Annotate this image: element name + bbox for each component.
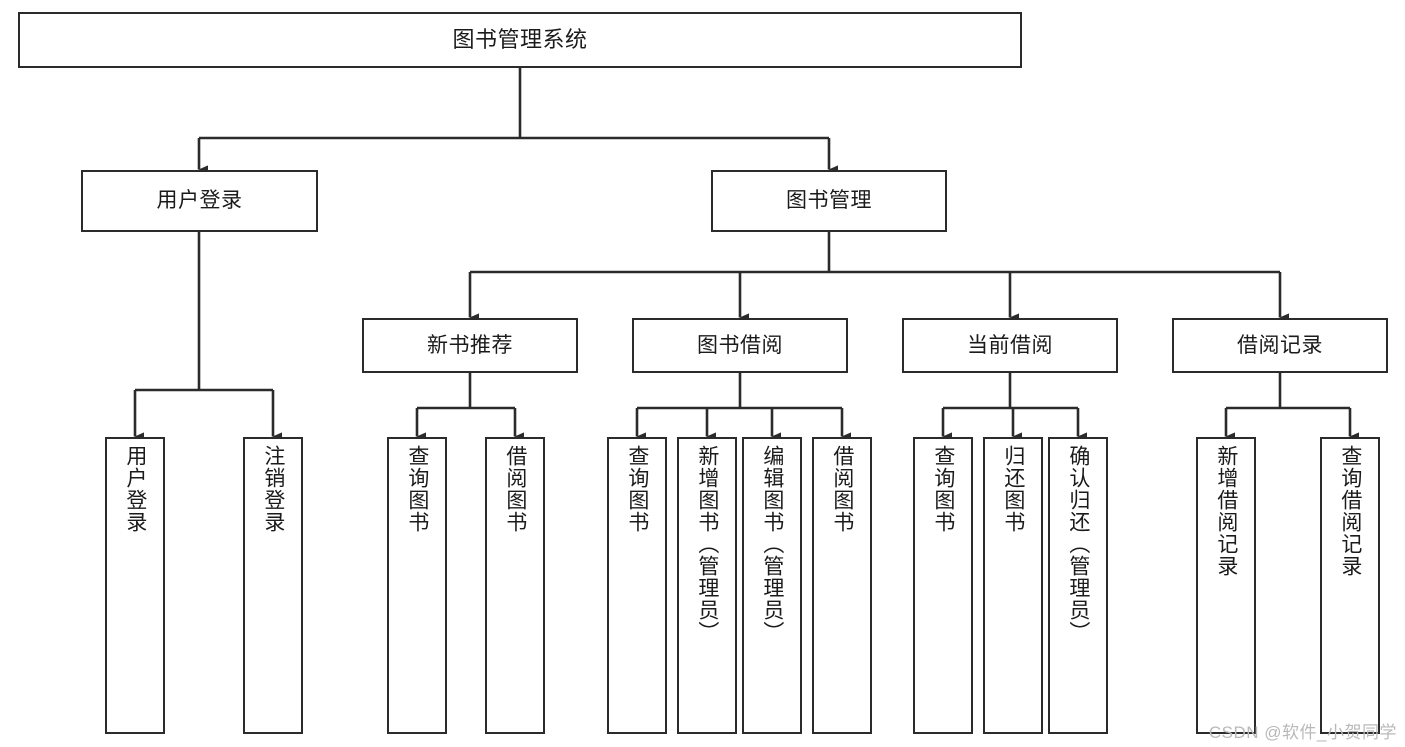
node-leaf-add-book-admin[interactable]: 新增图书（管理员） xyxy=(677,437,737,734)
node-leaf-confirm-return-admin[interactable]: 确认归还（管理员） xyxy=(1048,437,1108,734)
node-leaf-user-login-label: 用户登录 xyxy=(123,445,147,533)
node-leaf-query-book-borrow-label: 查询图书 xyxy=(625,445,649,533)
node-leaf-return-book-label: 归还图书 xyxy=(1001,445,1025,533)
node-leaf-add-borrow-record-label: 新增借阅记录 xyxy=(1214,445,1238,577)
node-leaf-query-book-current-label: 查询图书 xyxy=(931,445,955,533)
node-leaf-query-borrow-record-label: 查询借阅记录 xyxy=(1338,445,1362,577)
node-leaf-confirm-return-admin-label: 确认归还（管理员） xyxy=(1066,445,1090,643)
node-user-login[interactable]: 用户登录 xyxy=(81,170,318,232)
node-leaf-borrow-book-label: 借阅图书 xyxy=(830,445,854,533)
node-borrow-record-label: 借阅记录 xyxy=(1237,333,1323,357)
node-root-label: 图书管理系统 xyxy=(452,26,588,52)
node-leaf-borrow-book[interactable]: 借阅图书 xyxy=(812,437,872,734)
node-leaf-user-logout-label: 注销登录 xyxy=(261,445,285,533)
node-current-borrow-label: 当前借阅 xyxy=(967,333,1053,357)
node-leaf-query-borrow-record[interactable]: 查询借阅记录 xyxy=(1320,437,1380,734)
node-leaf-query-book-current[interactable]: 查询图书 xyxy=(913,437,973,734)
node-book-manage[interactable]: 图书管理 xyxy=(711,170,947,232)
node-leaf-add-borrow-record[interactable]: 新增借阅记录 xyxy=(1196,437,1256,734)
node-book-borrow-label: 图书借阅 xyxy=(697,333,783,357)
node-leaf-add-book-admin-label: 新增图书（管理员） xyxy=(695,445,719,643)
node-book-borrow[interactable]: 图书借阅 xyxy=(632,318,848,373)
node-current-borrow[interactable]: 当前借阅 xyxy=(902,318,1118,373)
node-leaf-query-book-rec-label: 查询图书 xyxy=(405,445,429,533)
node-leaf-edit-book-admin-label: 编辑图书（管理员） xyxy=(760,445,784,643)
node-borrow-record[interactable]: 借阅记录 xyxy=(1172,318,1388,373)
node-leaf-edit-book-admin[interactable]: 编辑图书（管理员） xyxy=(742,437,802,734)
node-leaf-return-book[interactable]: 归还图书 xyxy=(983,437,1043,734)
node-leaf-borrow-book-rec[interactable]: 借阅图书 xyxy=(485,437,545,734)
node-book-manage-label: 图书管理 xyxy=(786,189,872,213)
node-user-login-label: 用户登录 xyxy=(156,189,243,213)
node-root[interactable]: 图书管理系统 xyxy=(18,12,1022,68)
node-leaf-borrow-book-rec-label: 借阅图书 xyxy=(503,445,527,533)
node-new-book-rec[interactable]: 新书推荐 xyxy=(362,318,578,373)
node-new-book-rec-label: 新书推荐 xyxy=(427,333,513,357)
csdn-watermark: CSDN @软件_小贺同学 xyxy=(1208,723,1397,742)
node-leaf-query-book-rec[interactable]: 查询图书 xyxy=(387,437,447,734)
node-leaf-query-book-borrow[interactable]: 查询图书 xyxy=(607,437,667,734)
node-leaf-user-login[interactable]: 用户登录 xyxy=(105,437,165,734)
edge-paths xyxy=(133,68,1360,441)
node-leaf-user-logout[interactable]: 注销登录 xyxy=(243,437,303,734)
